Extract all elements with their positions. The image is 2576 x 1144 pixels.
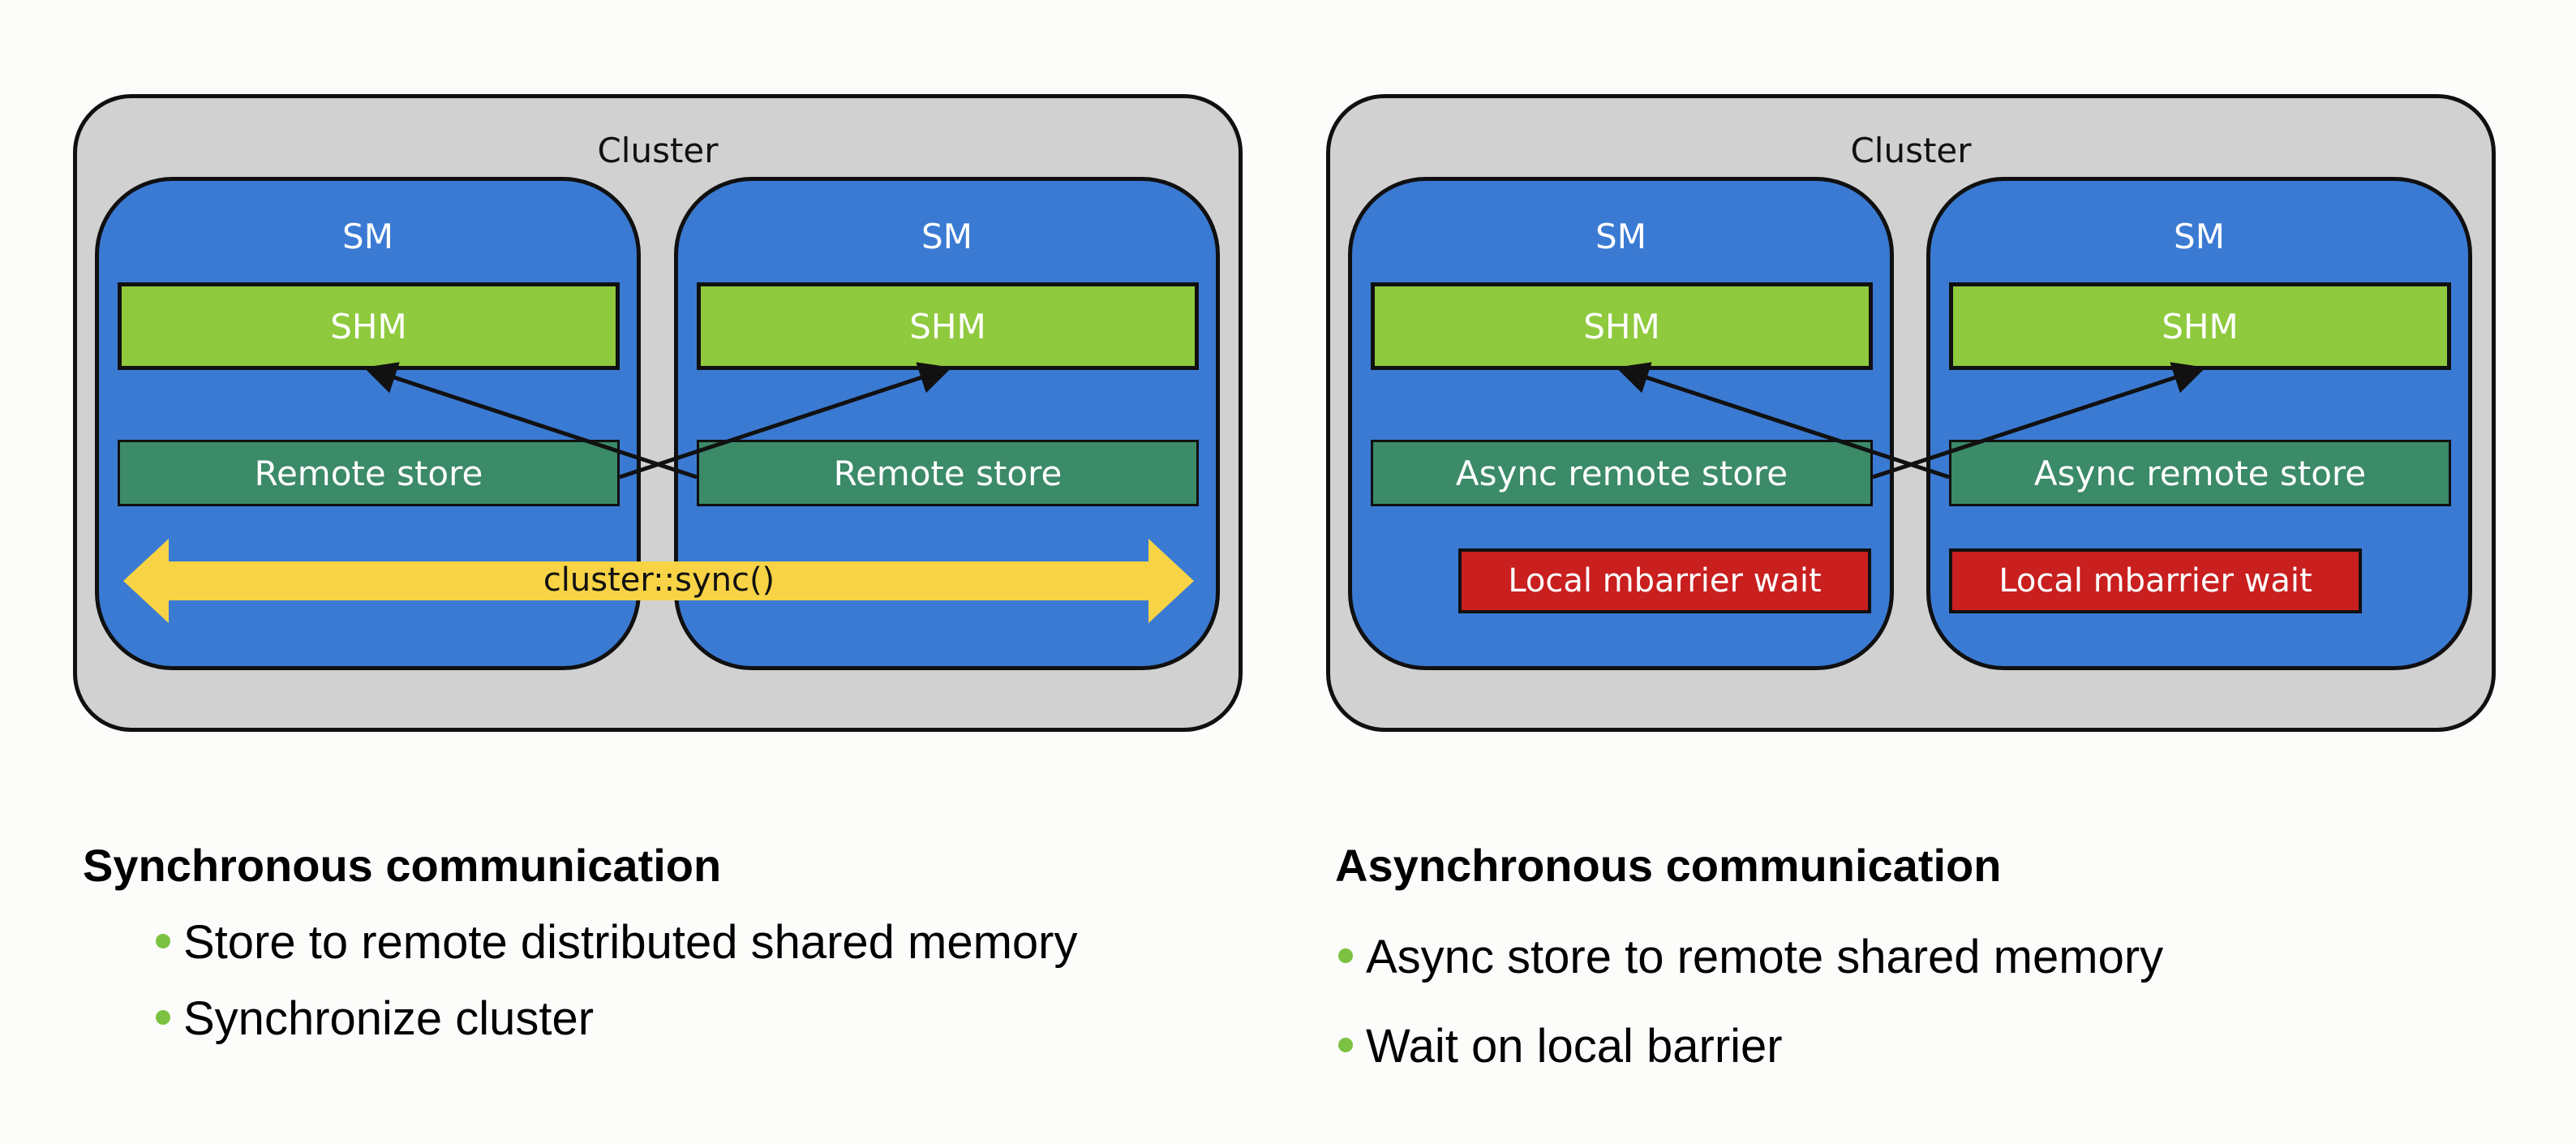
left-remote-store-1: Remote store (118, 440, 620, 506)
bullet-dot-icon (1338, 948, 1353, 963)
cluster-sync-double-arrow (123, 539, 1194, 623)
sync-heading: Synchronous communication (83, 840, 722, 891)
sync-bullet-1: Store to remote distributed shared memor… (156, 915, 1077, 970)
bullet-text: Synchronize cluster (183, 992, 595, 1045)
left-shm-2: SHM (697, 282, 1199, 370)
cluster-sync-label: cluster::sync() (543, 561, 775, 599)
async-heading: Asynchronous communication (1335, 840, 2002, 891)
async-bullet-2: Wait on local barrier (1338, 1019, 1783, 1073)
left-store-arrow-2 (363, 362, 698, 480)
right-async-store-2: Async remote store (1949, 440, 2451, 506)
bullet-text: Async store to remote shared memory (1366, 931, 2164, 983)
right-async-store-1: Async remote store (1371, 440, 1873, 506)
bullet-dot-icon (1338, 1037, 1353, 1052)
bullet-dot-icon (156, 933, 170, 948)
left-shm-1: SHM (118, 282, 620, 370)
sm-label: SM (921, 217, 972, 256)
cluster-label: Cluster (1850, 131, 1972, 170)
async-bullet-1: Async store to remote shared memory (1338, 930, 2163, 984)
sync-bullet-2: Synchronize cluster (156, 991, 594, 1046)
right-mbarrier-wait-2: Local mbarrier wait (1949, 548, 2362, 613)
right-mbarrier-wait-1: Local mbarrier wait (1458, 548, 1871, 613)
bullet-text: Store to remote distributed shared memor… (183, 916, 1078, 969)
sm-label: SM (2174, 217, 2225, 256)
left-remote-store-2: Remote store (697, 440, 1199, 506)
bullet-text: Wait on local barrier (1366, 1020, 1783, 1073)
right-store-arrow-2 (1616, 362, 1950, 480)
right-shm-2: SHM (1949, 282, 2451, 370)
right-store-arrow-1 (1872, 362, 2206, 480)
left-store-arrow-1 (619, 362, 952, 480)
bullet-dot-icon (156, 1009, 170, 1025)
sm-label: SM (342, 217, 393, 256)
cluster-label: Cluster (597, 131, 719, 170)
sm-label: SM (1595, 217, 1646, 256)
